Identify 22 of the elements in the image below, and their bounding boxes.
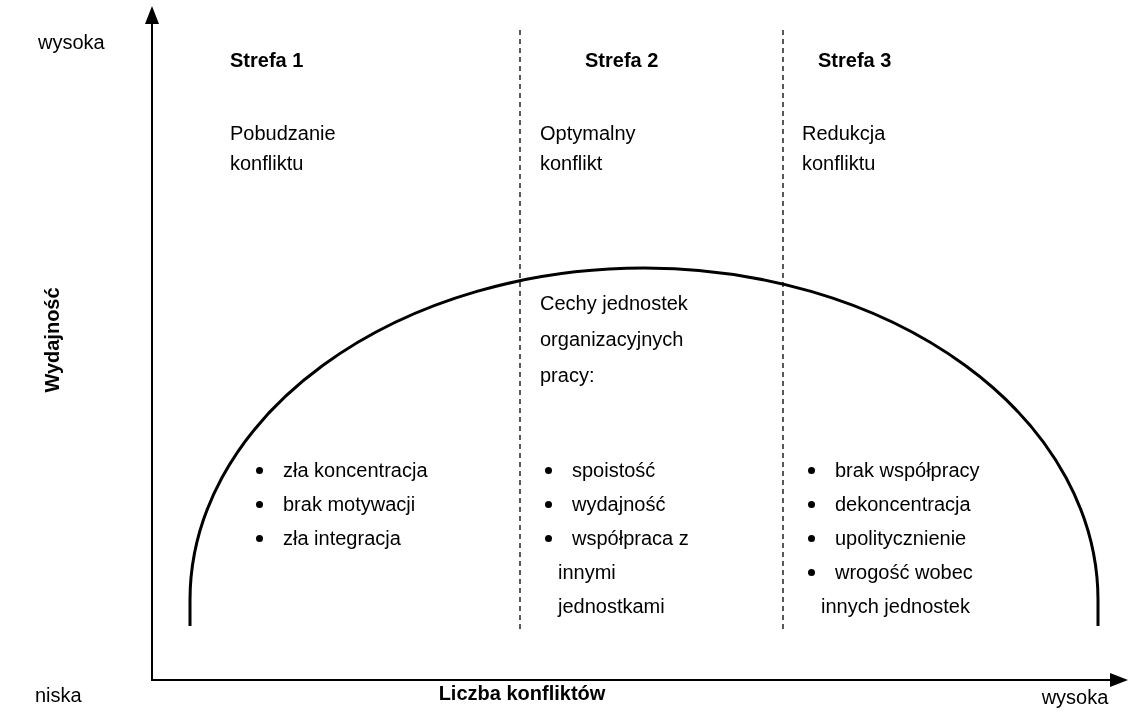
- section-heading: Cechy jednostek organizacyjnych pracy:: [540, 291, 689, 388]
- list-item: brak współpracy: [834, 458, 981, 483]
- list-item: zła koncentracja: [282, 458, 429, 483]
- list-item: zła integracja: [282, 526, 402, 551]
- zone-description: Redukcja konfliktu: [802, 121, 887, 176]
- axis-value-label: wysoka: [1041, 685, 1109, 710]
- list-item: spoistość: [571, 458, 657, 483]
- list-item: wrogość wobec innych jednostek: [821, 560, 974, 619]
- zone-heading: Strefa 2: [585, 48, 659, 73]
- zone-heading: Strefa 1: [230, 48, 304, 73]
- list-item: brak motywacji: [282, 492, 417, 517]
- list-item: dekoncentracja: [834, 492, 972, 517]
- axis-value-label: niska: [35, 683, 82, 708]
- zone-heading: Strefa 3: [818, 48, 892, 73]
- axis-value-label: wysoka: [38, 30, 105, 55]
- list-item: upolitycznienie: [834, 526, 968, 551]
- zone-description: Pobudzanie konfliktu: [230, 121, 337, 176]
- axis-title: Wydajność: [40, 287, 64, 393]
- zone-description: Optymalny konflikt: [540, 121, 637, 176]
- axis-title: Liczba konfliktów: [438, 681, 606, 706]
- list-item: współpraca z innymi jednostkami: [558, 526, 690, 619]
- list-item: wydajność: [571, 492, 667, 517]
